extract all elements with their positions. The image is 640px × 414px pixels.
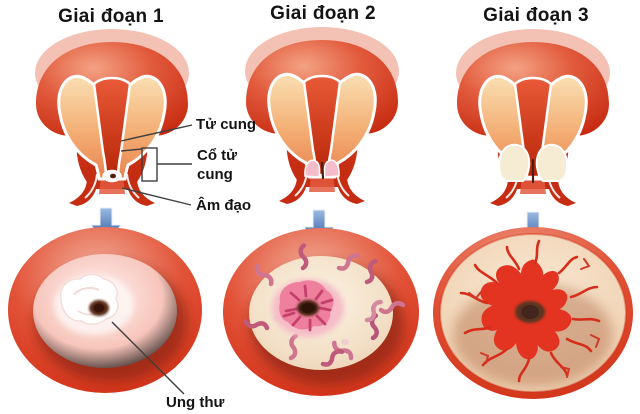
cervix-lesion-stage-2 <box>304 159 340 180</box>
cervix-cross-section-stage-2 <box>223 228 419 396</box>
lesion-tendrils <box>459 239 601 383</box>
cancer-lesion-stage-3 <box>459 239 601 383</box>
label-cervix: Cổ tử cung <box>197 147 238 183</box>
stage-title-3: Giai đoạn 3 <box>483 5 589 26</box>
stage-title-1: Giai đoạn 1 <box>58 6 164 27</box>
label-leader-lines <box>111 124 193 395</box>
cancer-lesion-stage-2 <box>272 279 344 337</box>
label-vagina: Âm đạo <box>196 197 252 214</box>
stage-title-2: Giai đoạn 2 <box>270 3 376 24</box>
cervix-cross-section-stage-3 <box>433 227 633 399</box>
cancer-lesion-stage-1 <box>54 273 134 335</box>
uterus-illustration-stage-1 <box>33 27 191 208</box>
cervix-lesion-stage-1 <box>102 169 122 183</box>
cervix-cross-section-stage-1 <box>8 227 202 393</box>
uterus-illustration-stage-2 <box>243 25 401 206</box>
cervix-lesion-stage-3 <box>498 143 568 184</box>
label-cancer: Ung thư <box>166 394 225 411</box>
uterus-illustration-stage-3 <box>454 27 612 208</box>
label-uterus: Tử cung <box>196 116 257 133</box>
